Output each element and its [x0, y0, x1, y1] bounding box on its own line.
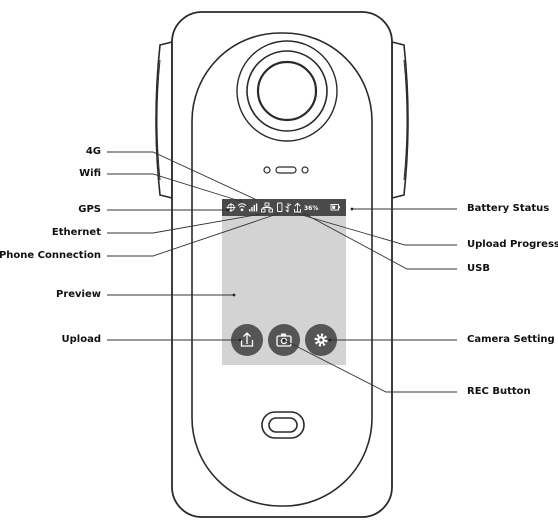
- label-preview: Preview: [55, 289, 101, 300]
- label-ethernet: Ethernet: [51, 227, 101, 238]
- label-wifi: Wifi: [79, 168, 101, 179]
- leader-dot-rec: [282, 338, 286, 342]
- label-camera-setting: Camera Setting: [467, 334, 555, 345]
- leader-line-ethernet: [107, 212, 268, 234]
- upload-button[interactable]: [231, 324, 263, 356]
- ethernet-icon: [261, 202, 273, 213]
- label-battery-status: Battery Status: [467, 203, 550, 214]
- battery-icon: [330, 204, 340, 211]
- upload-icon: [240, 332, 254, 347]
- label-rec-button: REC Button: [467, 386, 531, 397]
- camera-setting-button[interactable]: [305, 324, 337, 356]
- gear-icon: [314, 333, 328, 347]
- leader-dot-preview: [232, 293, 236, 297]
- leader-dot-camera-setting: [328, 338, 332, 342]
- label-upload: Upload: [61, 334, 101, 345]
- upload-progress-icon: [294, 202, 301, 213]
- leader-line-wifi: [107, 173, 244, 203]
- leader-dot-battery: [350, 207, 354, 211]
- label-phone-connection: Phone Connection: [0, 250, 101, 261]
- leader-line-usb: [302, 212, 457, 270]
- wifi-icon: [237, 203, 247, 212]
- leader-line-4g: [107, 151, 258, 201]
- leader-line-rec: [283, 339, 457, 393]
- leader-line-upload-progress: [294, 212, 457, 246]
- label-4g: 4G: [85, 146, 101, 157]
- leader-dot-upload: [238, 338, 242, 342]
- speaker-slot: [275, 166, 297, 174]
- battery-percent-text: 36%: [304, 205, 318, 212]
- signal-icon: [249, 203, 258, 212]
- label-usb: USB: [467, 263, 490, 274]
- right-side-lens: [391, 40, 409, 200]
- right-side-lens-inner: [403, 59, 408, 181]
- left-side-lens: [155, 40, 173, 200]
- physical-button-inner: [268, 417, 298, 433]
- sensor-dot-right: [301, 166, 309, 174]
- phone-icon: [277, 202, 283, 212]
- usb-icon: [285, 203, 292, 213]
- label-upload-progress: Upload Progress: [467, 239, 558, 250]
- gps-icon: [226, 203, 236, 212]
- main-lens-glass: [256, 60, 318, 122]
- leader-line-phone: [107, 212, 281, 257]
- left-side-lens-inner: [156, 59, 161, 181]
- leader-dot-gps: [226, 208, 230, 212]
- status-bar: [222, 199, 346, 216]
- sensor-dot-left: [263, 166, 271, 174]
- label-gps: GPS: [78, 204, 101, 215]
